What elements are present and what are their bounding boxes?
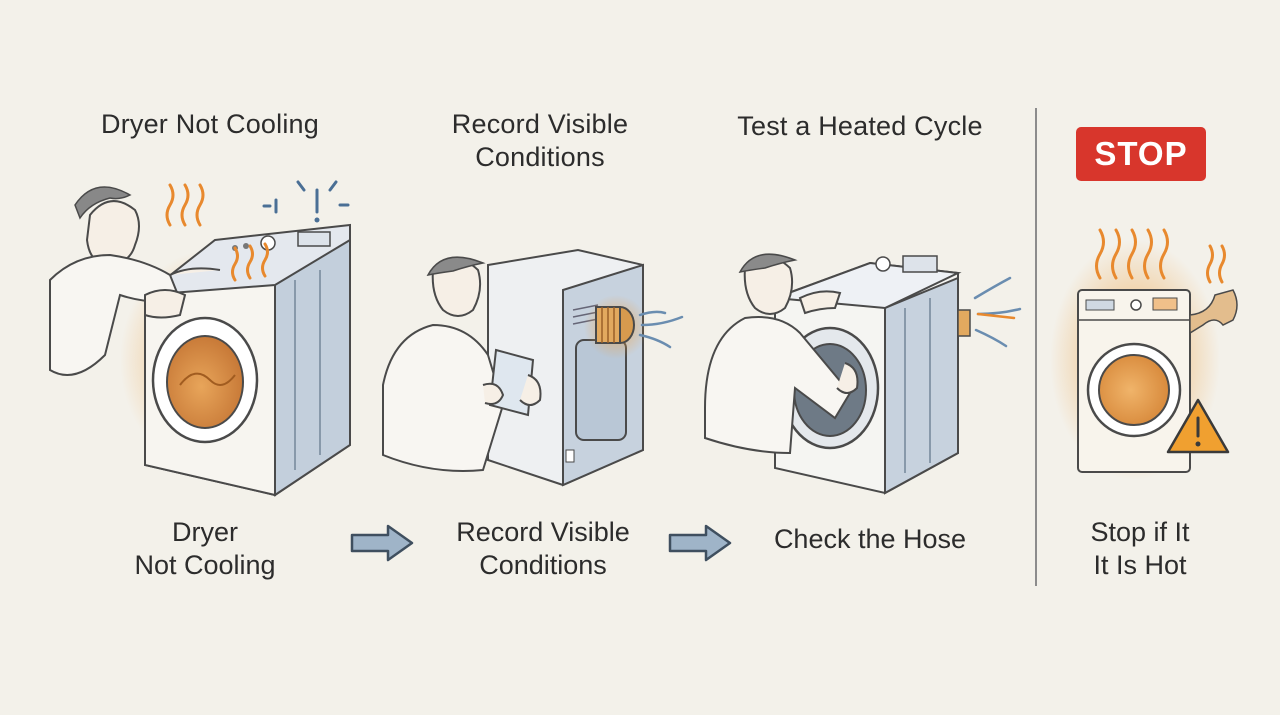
right-arrow-icon — [668, 524, 732, 562]
step2-title-line2: Conditions — [475, 142, 605, 172]
vent-hose-icon — [595, 306, 635, 344]
step2-title: Record Visible Conditions — [390, 108, 690, 174]
air-flow-icon — [973, 276, 1022, 348]
air-flow-icon — [638, 310, 684, 349]
step4-caption-line2: It Is Hot — [1093, 550, 1187, 580]
step2-caption: Record Visible Conditions — [425, 516, 661, 582]
warning-triangle-icon — [1166, 398, 1230, 454]
step3-illustration — [704, 253, 1022, 495]
person-icon — [49, 186, 221, 376]
person-icon — [382, 256, 542, 472]
dryer-icon — [1077, 289, 1238, 473]
step1-caption-line1: Dryer — [172, 517, 238, 547]
person-icon — [704, 253, 859, 455]
step3-title: Test a Heated Cycle — [737, 111, 983, 141]
step4-caption: Stop if It It Is Hot — [1060, 516, 1220, 582]
right-arrow-icon — [350, 524, 414, 562]
step1-caption: Dryer Not Cooling — [90, 516, 320, 582]
alert-icon — [262, 180, 350, 223]
step4-caption-line1: Stop if It — [1090, 517, 1190, 547]
step2-title-line1: Record Visible — [451, 109, 629, 139]
stop-badge: STOP — [1076, 127, 1206, 181]
step1-caption-line2: Not Cooling — [134, 550, 276, 580]
heat-waves-icon — [165, 183, 269, 282]
step3-caption: Check the Hose — [773, 524, 967, 554]
section-divider — [1035, 108, 1037, 586]
heat-waves-icon — [1095, 228, 1226, 284]
dryer-icon — [774, 255, 971, 495]
step2-caption-line1: Record Visible — [456, 517, 630, 547]
dryer-icon — [141, 223, 351, 497]
step2-illustration — [382, 248, 684, 487]
step4-illustration — [1050, 228, 1238, 480]
step1-title: Dryer Not Cooling — [101, 109, 319, 139]
step1-illustration — [49, 180, 351, 497]
step2-caption-line2: Conditions — [479, 550, 607, 580]
